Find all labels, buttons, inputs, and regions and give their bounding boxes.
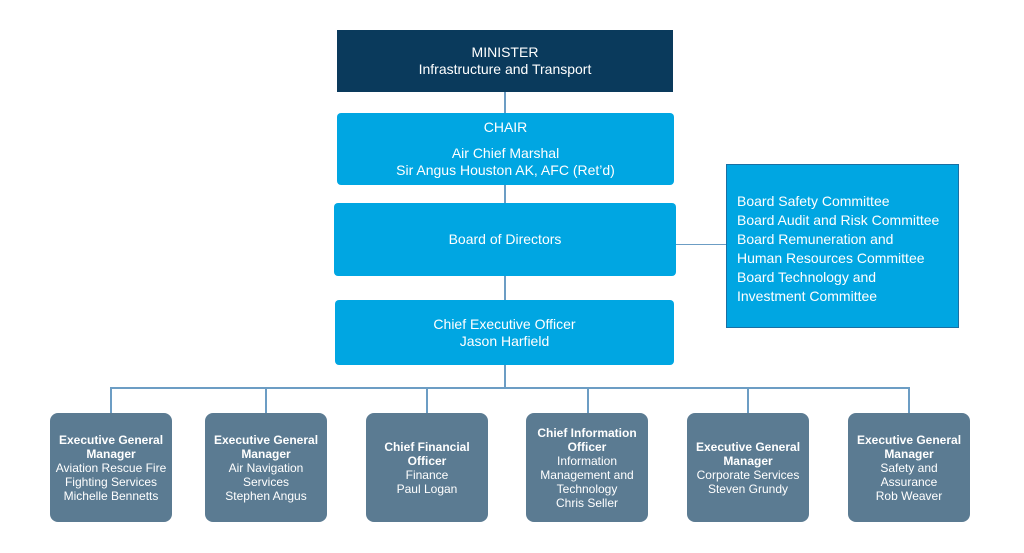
- executive-box-safety: Executive General Manager Safety and Ass…: [848, 413, 970, 522]
- executive-detail: Management and: [540, 467, 634, 482]
- executive-box-finance: Chief Financial Officer Finance Paul Log…: [366, 413, 488, 522]
- executive-title: Officer: [567, 439, 607, 454]
- executive-title: Executive General: [695, 439, 801, 454]
- executive-title: Executive General: [856, 432, 962, 447]
- connector-bus: [110, 387, 910, 389]
- committee-line: Board Safety Committee: [737, 193, 890, 209]
- chair-rank: Air Chief Marshal: [451, 145, 560, 161]
- executive-name: Steven Grundy: [707, 481, 789, 496]
- chair-box: CHAIR Air Chief Marshal Sir Angus Housto…: [337, 113, 674, 185]
- minister-portfolio: Infrastructure and Transport: [418, 61, 592, 77]
- executive-box-corporate: Executive General Manager Corporate Serv…: [687, 413, 809, 522]
- executive-title: Executive General: [58, 432, 164, 447]
- connector-drop-4: [587, 387, 589, 413]
- executive-box-rescue-fire: Executive General Manager Aviation Rescu…: [50, 413, 172, 522]
- connector-drop-2: [265, 387, 267, 413]
- executive-box-information: Chief Information Officer Information Ma…: [526, 413, 648, 522]
- executive-detail: Technology: [556, 481, 618, 496]
- committee-line: Investment Committee: [737, 288, 878, 304]
- ceo-box: Chief Executive Officer Jason Harfield: [335, 300, 674, 365]
- executive-title: Manager: [241, 446, 291, 461]
- ceo-name: Jason Harfield: [459, 332, 550, 349]
- executive-detail: Corporate Services: [696, 467, 800, 482]
- executive-detail: Aviation Rescue Fire: [55, 460, 167, 475]
- executive-box-air-navigation: Executive General Manager Air Navigation…: [205, 413, 327, 522]
- executive-title: Executive General: [213, 432, 319, 447]
- minister-box: MINISTER Infrastructure and Transport: [337, 30, 673, 92]
- connector-drop-5: [747, 387, 749, 413]
- executive-name: Rob Weaver: [875, 488, 943, 503]
- executive-detail: Safety and: [880, 460, 938, 475]
- committee-line: Board Technology and: [737, 269, 877, 285]
- connector-ceo-bus: [504, 365, 506, 388]
- connector-minister-chair: [504, 92, 506, 113]
- executive-detail: Air Navigation: [228, 460, 304, 475]
- executive-detail: Services: [242, 474, 289, 489]
- connector-chair-board: [504, 185, 506, 203]
- committees-box: Board Safety Committee Board Audit and R…: [726, 164, 959, 328]
- executive-title: Chief Information: [537, 425, 637, 440]
- executive-title: Manager: [86, 446, 136, 461]
- executive-detail: Information: [556, 453, 618, 468]
- minister-title: MINISTER: [471, 44, 539, 60]
- executive-name: Paul Logan: [396, 481, 458, 496]
- executive-title: Manager: [723, 453, 773, 468]
- executive-detail: Finance: [405, 467, 449, 482]
- chair-title: CHAIR: [483, 119, 528, 135]
- connector-drop-1: [110, 387, 112, 413]
- connector-board-ceo: [504, 276, 506, 300]
- connector-drop-6: [908, 387, 910, 413]
- executive-name: Stephen Angus: [225, 488, 307, 503]
- executive-detail: Assurance: [880, 474, 938, 489]
- ceo-title: Chief Executive Officer: [433, 315, 576, 332]
- executive-detail: Fighting Services: [64, 474, 158, 489]
- connector-drop-3: [426, 387, 428, 413]
- committee-line: Human Resources Committee: [737, 250, 925, 266]
- executive-title: Chief Financial: [384, 439, 470, 454]
- chair-name: Sir Angus Houston AK, AFC (Ret’d): [396, 162, 615, 178]
- executive-title: Officer: [407, 453, 447, 468]
- executive-name: Chris Seller: [555, 495, 618, 510]
- board-label: Board of Directors: [448, 231, 562, 247]
- executive-title: Manager: [884, 446, 934, 461]
- committee-line: Board Remuneration and: [737, 231, 894, 247]
- connector-board-committees: [676, 244, 726, 245]
- board-box: Board of Directors: [334, 203, 676, 276]
- committee-line: Board Audit and Risk Committee: [737, 212, 940, 228]
- executive-name: Michelle Bennetts: [63, 488, 159, 503]
